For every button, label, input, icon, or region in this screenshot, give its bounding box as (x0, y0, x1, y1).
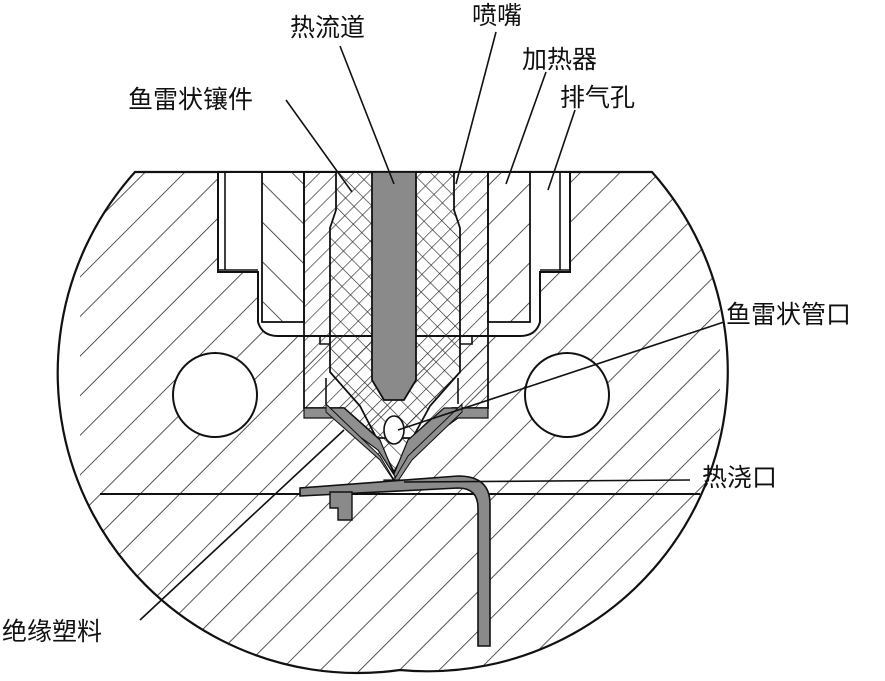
vent-holes (218, 172, 570, 271)
hot-runner-channel (371, 171, 417, 401)
lower-runner (299, 475, 491, 647)
label-torpedo-tip: 鱼雷状管口 (726, 300, 851, 329)
nozzle-steps (304, 335, 488, 404)
heater (261, 171, 531, 323)
label-torpedo-insert: 鱼雷状镶件 (128, 85, 253, 114)
left-hole (172, 352, 258, 438)
label-gate: 热浇口 (702, 463, 777, 492)
label-nozzle: 喷嘴 (472, 1, 522, 30)
right-hole (524, 352, 610, 438)
label-insulating-plastic: 绝缘塑料 (2, 617, 102, 646)
torpedo-tip-shape (383, 415, 405, 445)
mold-outline (56, 170, 729, 675)
label-hot-runner: 热流道 (290, 13, 365, 42)
label-vent-hole: 排气孔 (560, 83, 635, 112)
leader-lines (139, 31, 725, 621)
label-heater: 加热器 (522, 45, 597, 74)
lower-runner-branch (329, 491, 353, 521)
insulating-plastic-cone (325, 402, 463, 485)
